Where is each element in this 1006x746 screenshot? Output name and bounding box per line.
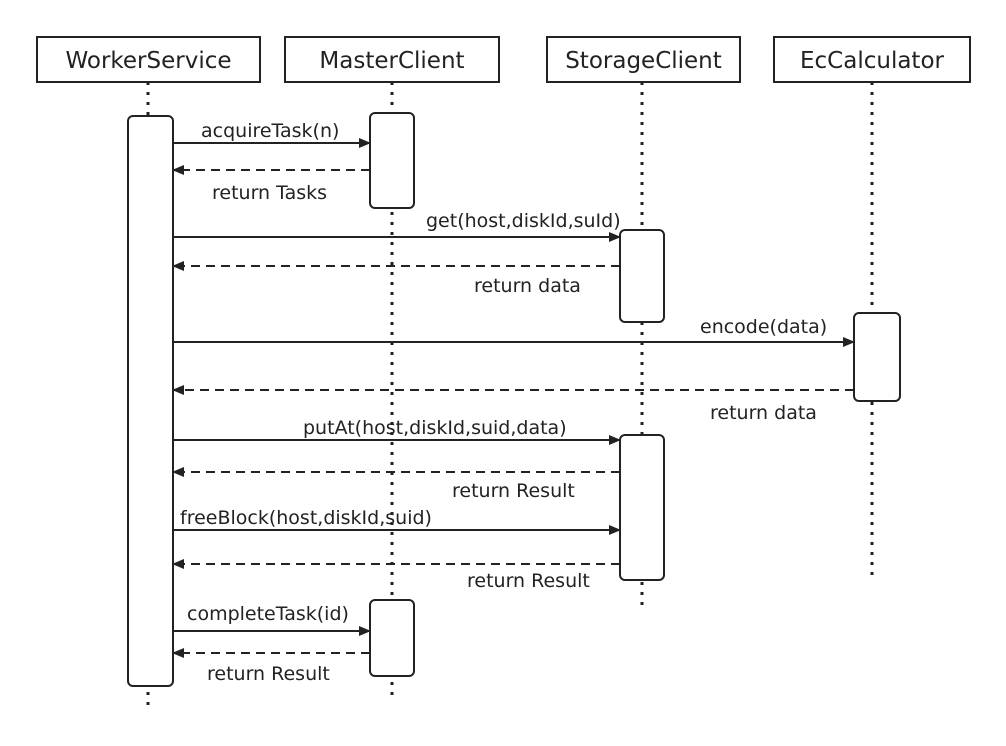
participant-ec: EcCalculator	[773, 36, 971, 83]
message-label-free-block: freeBlock(host,diskId,suid)	[180, 507, 432, 529]
activation-worker	[127, 115, 174, 687]
message-label-return-data-1: return data	[474, 275, 581, 297]
participant-master: MasterClient	[284, 36, 500, 83]
activation-master-1	[369, 112, 415, 209]
message-label-complete-task: completeTask(id)	[187, 603, 349, 625]
message-label-put-at: putAt(host,diskId,suid,data)	[303, 417, 567, 439]
message-label-return-result-2: return Result	[467, 570, 590, 592]
message-label-get: get(host,diskId,suId)	[426, 210, 621, 232]
participant-master-label: MasterClient	[319, 48, 464, 74]
participant-worker: WorkerService	[36, 36, 261, 83]
message-label-acquire-task: acquireTask(n)	[201, 120, 339, 142]
participant-ec-label: EcCalculator	[800, 48, 945, 74]
activation-master-2	[369, 599, 415, 677]
activation-storage-1	[619, 229, 665, 323]
message-label-return-result-1: return Result	[452, 480, 575, 502]
participant-storage-label: StorageClient	[565, 48, 722, 74]
message-label-return-data-2: return data	[710, 402, 817, 424]
message-label-encode: encode(data)	[700, 316, 827, 338]
participant-worker-label: WorkerService	[65, 48, 231, 74]
message-label-return-tasks: return Tasks	[212, 182, 327, 204]
activation-ec	[853, 312, 901, 402]
message-label-return-result-3: return Result	[207, 663, 330, 685]
participant-storage: StorageClient	[546, 36, 741, 83]
activation-storage-2	[619, 434, 665, 581]
